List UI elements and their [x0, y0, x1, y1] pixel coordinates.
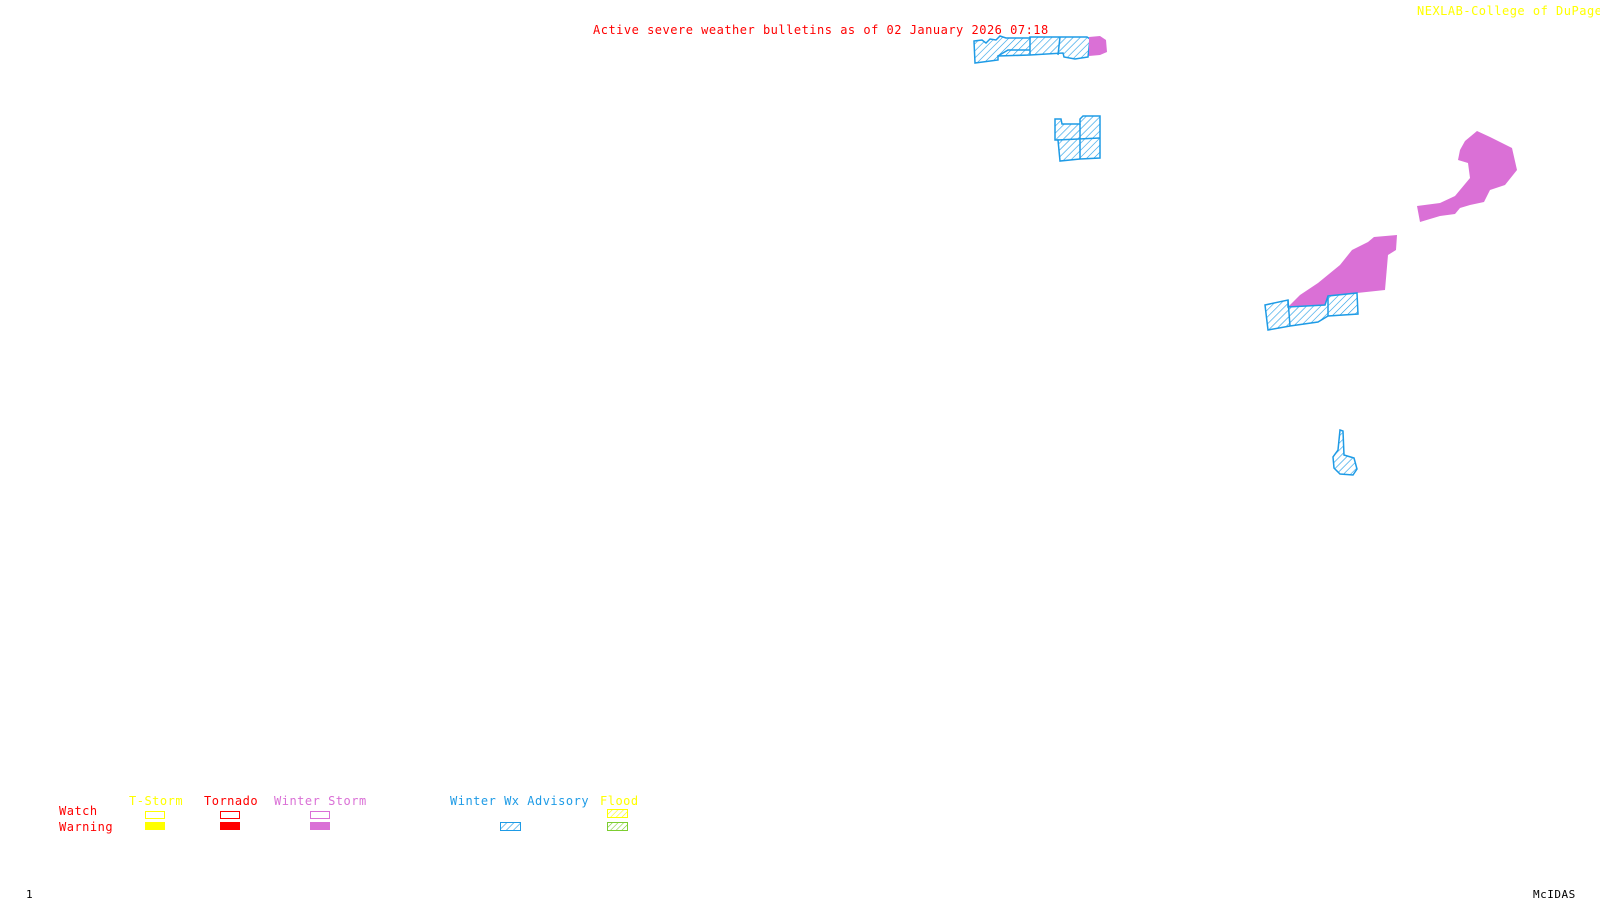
credit-label: NEXLAB-College of DuPage ◢ [1417, 5, 1600, 17]
legend-tstorm-warning-swatch [145, 822, 165, 830]
midatlantic-winter-storm [1288, 235, 1397, 307]
north-border-winter-storm [1089, 36, 1107, 56]
upper-midwest-advisory-block [1054, 115, 1101, 162]
northeast-winter-storm [1417, 131, 1517, 222]
frame-number: 1 [26, 888, 34, 901]
north-border-advisory-strip [973, 35, 1091, 64]
bulletin-title: Active severe weather bulletins as of 02… [593, 23, 1049, 37]
midatlantic-advisory [1264, 292, 1359, 331]
legend-warning-label: Warning [59, 820, 114, 834]
legend-tornado-label: Tornado [204, 794, 259, 808]
southeast-advisory [1332, 428, 1358, 476]
legend-flood-label: Flood [600, 794, 639, 808]
legend-tornado-warning-swatch [220, 822, 240, 830]
legend-flood-watch-swatch [607, 809, 628, 818]
credit-text: NEXLAB-College of DuPage [1417, 4, 1600, 18]
legend-tornado-watch-swatch [220, 811, 240, 819]
legend-watch-label: Watch [59, 804, 98, 818]
legend-winter-advisory-label: Winter Wx Advisory [450, 794, 590, 808]
legend-tstorm-watch-swatch [145, 811, 165, 819]
legend-flood-warning-swatch [607, 822, 628, 831]
legend-tstorm-label: T-Storm [129, 794, 184, 808]
software-label: McIDAS [1533, 888, 1576, 901]
legend-winter-storm-watch-swatch [310, 811, 330, 819]
legend-winter-storm-warning-swatch [310, 822, 330, 830]
legend-winter-storm-label: Winter Storm [274, 794, 367, 808]
legend-winter-advisory-swatch [500, 822, 521, 831]
